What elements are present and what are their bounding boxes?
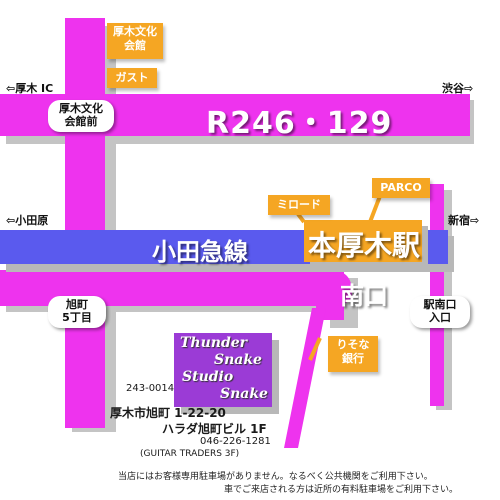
direction-odawara: ⇦小田原 xyxy=(6,214,49,227)
direction-shinjuku: 新宿⇨ xyxy=(448,214,480,227)
landmark-miroad: ミロード xyxy=(268,195,330,215)
landmark-resona-bank: りそな 銀行 xyxy=(328,336,378,372)
venue-connector-road xyxy=(284,308,326,448)
direction-atsugi-ic: ⇦厚木 IC xyxy=(6,82,54,95)
note-parking-2: 車でご来店される方は近所の有料駐車場をご利用下さい。 xyxy=(224,485,459,495)
parco-pointer xyxy=(368,195,382,223)
venue-line-3: Studio xyxy=(182,369,234,385)
address-building: ハラダ旭町ビル 1F xyxy=(162,422,267,436)
route-246-label: R246・129 xyxy=(206,106,393,141)
miroad-pointer xyxy=(296,212,306,224)
direction-shibuya: 渋谷⇨ xyxy=(442,82,474,95)
railway-label: 小田急線 xyxy=(152,238,248,266)
note-parking-1: 当店にはお客様専用駐車場がありません。なるべく公共機関をご利用下さい。 xyxy=(118,472,433,482)
left-vertical-road xyxy=(65,18,105,428)
resona-pointer xyxy=(308,337,322,361)
intersection-asahicho-5: 旭町 5丁目 xyxy=(48,296,106,328)
intersection-station-south-exit: 駅南口 入口 xyxy=(410,296,470,328)
address-sub: (GUITAR TRADERS 3F) xyxy=(140,449,240,459)
venue-block xyxy=(174,333,272,407)
address-phone: 046-226-1281 xyxy=(200,436,271,447)
intersection-bunka-kaikan-mae: 厚木文化 会館前 xyxy=(48,100,114,132)
landmark-bunka-kaikan: 厚木文化 会館 xyxy=(107,23,163,59)
landmark-gusto: ガスト xyxy=(107,68,157,88)
venue-line-1: Thunder xyxy=(180,335,248,351)
landmark-parco: PARCO xyxy=(372,178,430,198)
venue-name: Thunder Snake Studio Snake xyxy=(174,335,270,403)
address-postal: 243-0014 xyxy=(126,383,175,394)
venue-line-2: Snake xyxy=(214,352,262,368)
station-name: 本厚木駅 xyxy=(308,229,421,262)
address-street: 厚木市旭町 1-22-20 xyxy=(110,406,226,420)
station-block xyxy=(304,220,422,262)
south-exit-label: 南口 xyxy=(340,282,388,310)
right-vertical-road xyxy=(430,184,444,406)
venue-line-4: Snake xyxy=(220,386,268,402)
